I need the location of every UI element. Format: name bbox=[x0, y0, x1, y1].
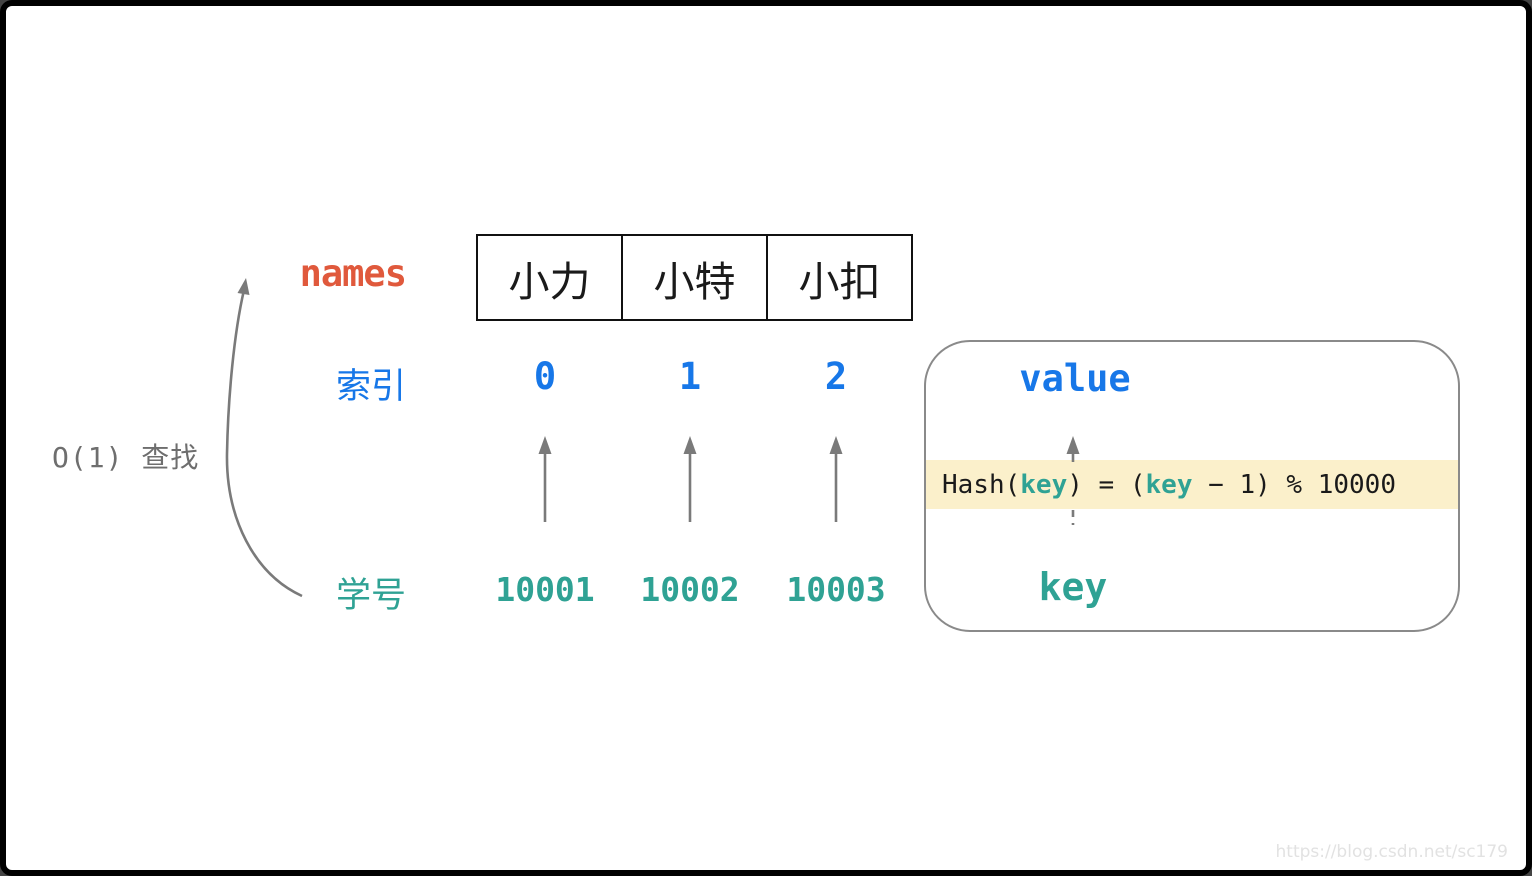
student-id-value-2: 10003 bbox=[786, 570, 886, 609]
lookup-complexity-note: O(1) 查找 bbox=[52, 441, 200, 474]
index-value-0: 0 bbox=[533, 355, 557, 398]
names-cell-1: 小特 bbox=[621, 236, 766, 319]
names-cell-0: 小力 bbox=[508, 257, 591, 306]
arrow-lookup-curve bbox=[225, 278, 303, 598]
value-label: value bbox=[1019, 357, 1131, 400]
formula-key-token: key bbox=[1020, 469, 1068, 500]
formula-key-token: key bbox=[1145, 469, 1193, 500]
student-id-value-0: 10001 bbox=[495, 570, 595, 609]
arrow-column-0 bbox=[538, 436, 552, 522]
names-array-label: names bbox=[299, 252, 407, 295]
hash-formula-highlight: Hash(key) = (key − 1) % 10000 bbox=[926, 460, 1458, 509]
formula-part: − 1) % 10000 bbox=[1192, 469, 1396, 500]
names-array-table: 小力 小特 小扣 bbox=[476, 234, 913, 321]
formula-part: ) = ( bbox=[1067, 469, 1146, 500]
watermark-url: https://blog.csdn.net/sc179 bbox=[1275, 842, 1509, 862]
index-value-1: 1 bbox=[678, 355, 702, 398]
names-cell-2: 小扣 bbox=[766, 236, 911, 319]
formula-part: Hash( bbox=[942, 469, 1021, 500]
hash-formula: Hash(key) = (key − 1) % 10000 bbox=[926, 470, 1396, 500]
key-label: key bbox=[1038, 565, 1108, 609]
index-value-2: 2 bbox=[824, 355, 848, 398]
arrow-column-1 bbox=[683, 436, 697, 522]
student-id-value-1: 10002 bbox=[640, 570, 740, 609]
index-row-label: 索引 bbox=[335, 367, 406, 407]
arrow-column-2 bbox=[829, 436, 843, 522]
key-value-box bbox=[924, 340, 1460, 632]
student-id-row-label: 学号 bbox=[335, 576, 406, 616]
